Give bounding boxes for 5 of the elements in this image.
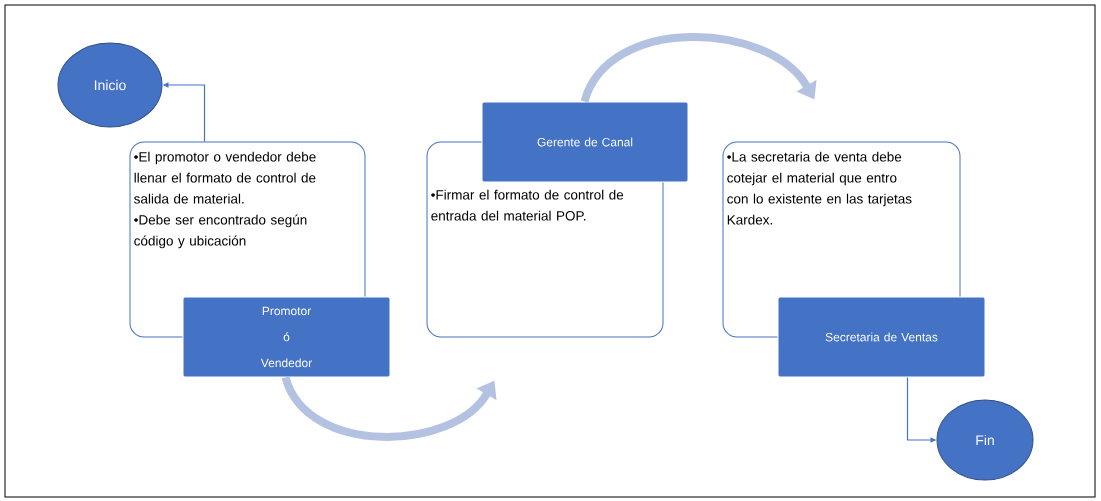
arrow: [580, 33, 817, 104]
role-box: Promotor ó Vendedor: [182, 296, 391, 378]
role-box: Gerente de Canal: [481, 101, 689, 183]
role-box: Secretaria de Ventas: [777, 296, 986, 378]
arrow: [281, 375, 497, 441]
